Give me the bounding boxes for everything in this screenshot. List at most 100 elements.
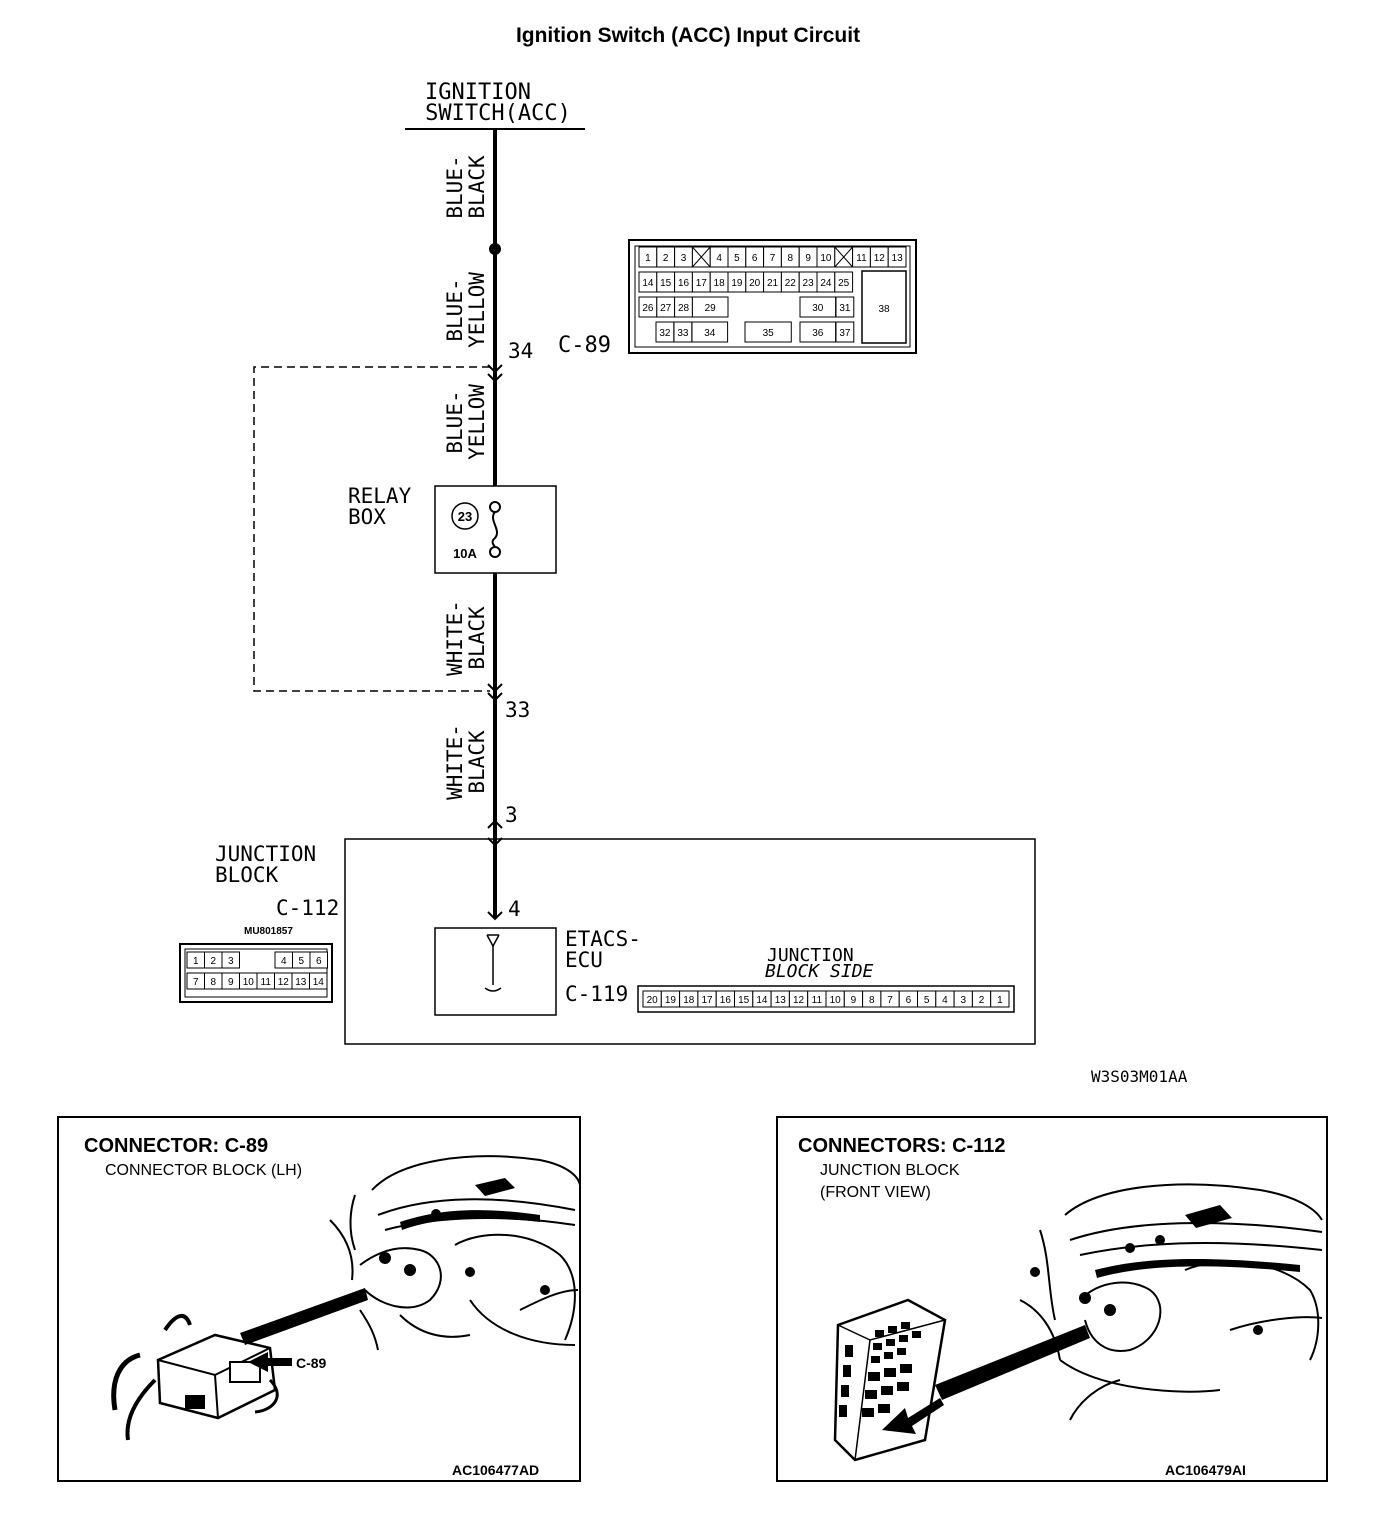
fuse-number: 23 <box>458 509 472 524</box>
ignition-switch-label-line2: SWITCH(ACC) <box>425 101 571 126</box>
c89-pin-34: 34 <box>704 328 716 339</box>
harness-fills-right <box>1030 1205 1300 1335</box>
jb-side-pin-16: 16 <box>720 995 732 1006</box>
c89-pin-10: 10 <box>820 253 832 264</box>
relay-box-label-line2: BOX <box>348 505 386 529</box>
c89-label: C-89 <box>558 333 611 358</box>
jb-side-pin-18: 18 <box>683 995 695 1006</box>
panel-connector-c89: CONNECTOR: C-89 CONNECTOR BLOCK (LH) AC1… <box>57 1116 581 1482</box>
jb-side-pin-12: 12 <box>793 995 805 1006</box>
jb-side-pin-10: 10 <box>830 995 842 1006</box>
jb-side-pin-11: 11 <box>812 995 823 1006</box>
c112-pin-3: 3 <box>228 956 234 967</box>
terminal-33: 33 <box>505 698 530 722</box>
harness-fills-left <box>379 1178 550 1295</box>
splice-point <box>489 243 501 255</box>
terminal-4: 4 <box>508 897 521 921</box>
part-number: MU801857 <box>244 926 293 937</box>
jb-side-pin-19: 19 <box>665 995 677 1006</box>
c112-pin-13: 13 <box>295 977 307 988</box>
c89-pin-25: 25 <box>838 278 850 289</box>
c89-pin-20: 20 <box>749 278 761 289</box>
c89-pin-22: 22 <box>785 278 797 289</box>
c89-pin-24: 24 <box>820 278 832 289</box>
panel-right-subtitle-2: (FRONT VIEW) <box>820 1184 931 1201</box>
c89-pin-6: 6 <box>752 253 758 264</box>
jb-side-pin-17: 17 <box>701 995 713 1006</box>
wire-label-blue-yellow-line1: BLUE- <box>443 278 467 341</box>
c89-pin-28: 28 <box>678 303 690 314</box>
terminal-34: 34 <box>508 339 533 363</box>
c112-pin-9: 9 <box>228 977 234 988</box>
c89-pin-23: 23 <box>803 278 815 289</box>
c112-pin-7: 7 <box>193 977 199 988</box>
callout-arrow-right <box>882 1398 944 1434</box>
c89-pin-18: 18 <box>714 278 726 289</box>
c89-pin-unused-mark <box>834 246 853 268</box>
c89-pin-16: 16 <box>678 278 690 289</box>
jb-side-pin-7: 7 <box>887 995 893 1006</box>
c112-pin-6: 6 <box>316 956 322 967</box>
terminal-3: 3 <box>505 803 518 827</box>
callout-beam-left <box>240 1288 368 1345</box>
c89-pin-cell <box>744 321 792 343</box>
c89-pin-5: 5 <box>734 253 740 264</box>
etacs-label-line1: ETACS- <box>565 927 641 951</box>
c89-pin-17: 17 <box>696 278 708 289</box>
jb-side-pin-4: 4 <box>942 995 948 1006</box>
c89-pin-cell <box>834 271 854 293</box>
c89-pin-cell <box>835 321 855 343</box>
relay-box: 23 10A <box>434 485 557 574</box>
c89-pin-19: 19 <box>731 278 743 289</box>
c89-pin-15: 15 <box>660 278 672 289</box>
c89-pin-cell <box>887 246 907 268</box>
etacs-ecu-box <box>434 927 557 1016</box>
junction-block-label-line1: JUNCTION <box>215 842 316 866</box>
wire-label-white-black-2-line2: BLACK <box>465 730 489 794</box>
jb-side-pin-15: 15 <box>738 995 750 1006</box>
c89-pin-37: 37 <box>839 328 851 339</box>
c89-pin-3: 3 <box>681 253 687 264</box>
c89-pin-32: 32 <box>659 328 671 339</box>
jb-side-pin-5: 5 <box>924 995 930 1006</box>
wire-label-blue-black-line2: BLACK <box>465 155 489 219</box>
panel-left-title: CONNECTOR: C-89 <box>84 1135 268 1157</box>
panel-left-code: AC106477AD <box>452 1462 539 1478</box>
c112-pin-cell <box>309 951 328 969</box>
jb-side-label-line2: BLOCK SIDE <box>765 961 874 982</box>
fuse-rating: 10A <box>453 546 477 561</box>
relay-box-label-line1: RELAY <box>348 484 412 508</box>
panel-right-title: CONNECTORS: C-112 <box>798 1135 1005 1157</box>
diagram-code: W3S03M01AA <box>1091 1067 1188 1086</box>
c89-pin-4: 4 <box>716 253 722 264</box>
c112-label: C-112 <box>276 896 339 920</box>
c89-pin-26: 26 <box>642 303 654 314</box>
c112-pin-1: 1 <box>193 956 199 967</box>
jb-side-pin-13: 13 <box>775 995 787 1006</box>
c89-pin-cell <box>835 296 855 318</box>
c89-pin-1: 1 <box>645 253 651 264</box>
c89-pin-30: 30 <box>812 303 824 314</box>
c89-pin-11: 11 <box>856 253 867 264</box>
panel-left-callout: C-89 <box>296 1355 327 1371</box>
c89-pin-unused-mark <box>692 246 711 268</box>
c112-pin-cell <box>309 972 328 990</box>
c89-pin-36: 36 <box>812 328 824 339</box>
jb-side-pin-6: 6 <box>906 995 912 1006</box>
c89-pin-cell <box>691 296 729 318</box>
wire-label-blue-yellow-2-line2: YELLOW <box>465 384 489 460</box>
jb-side-pin-14: 14 <box>756 995 768 1006</box>
c112-pin-11: 11 <box>261 977 272 988</box>
panel-connector-c112: CONNECTORS: C-112 JUNCTION BLOCK (FRONT … <box>776 1116 1328 1482</box>
c89-pin-2: 2 <box>663 253 669 264</box>
panel-left-subtitle: CONNECTOR BLOCK (LH) <box>105 1162 302 1179</box>
c89-pin-14: 14 <box>642 278 654 289</box>
c89-pin-35: 35 <box>763 328 775 339</box>
c112-pin-4: 4 <box>281 956 287 967</box>
c112-pin-cell <box>221 951 240 969</box>
callout-arrow-left <box>248 1352 292 1372</box>
callout-beam-right <box>935 1325 1090 1400</box>
